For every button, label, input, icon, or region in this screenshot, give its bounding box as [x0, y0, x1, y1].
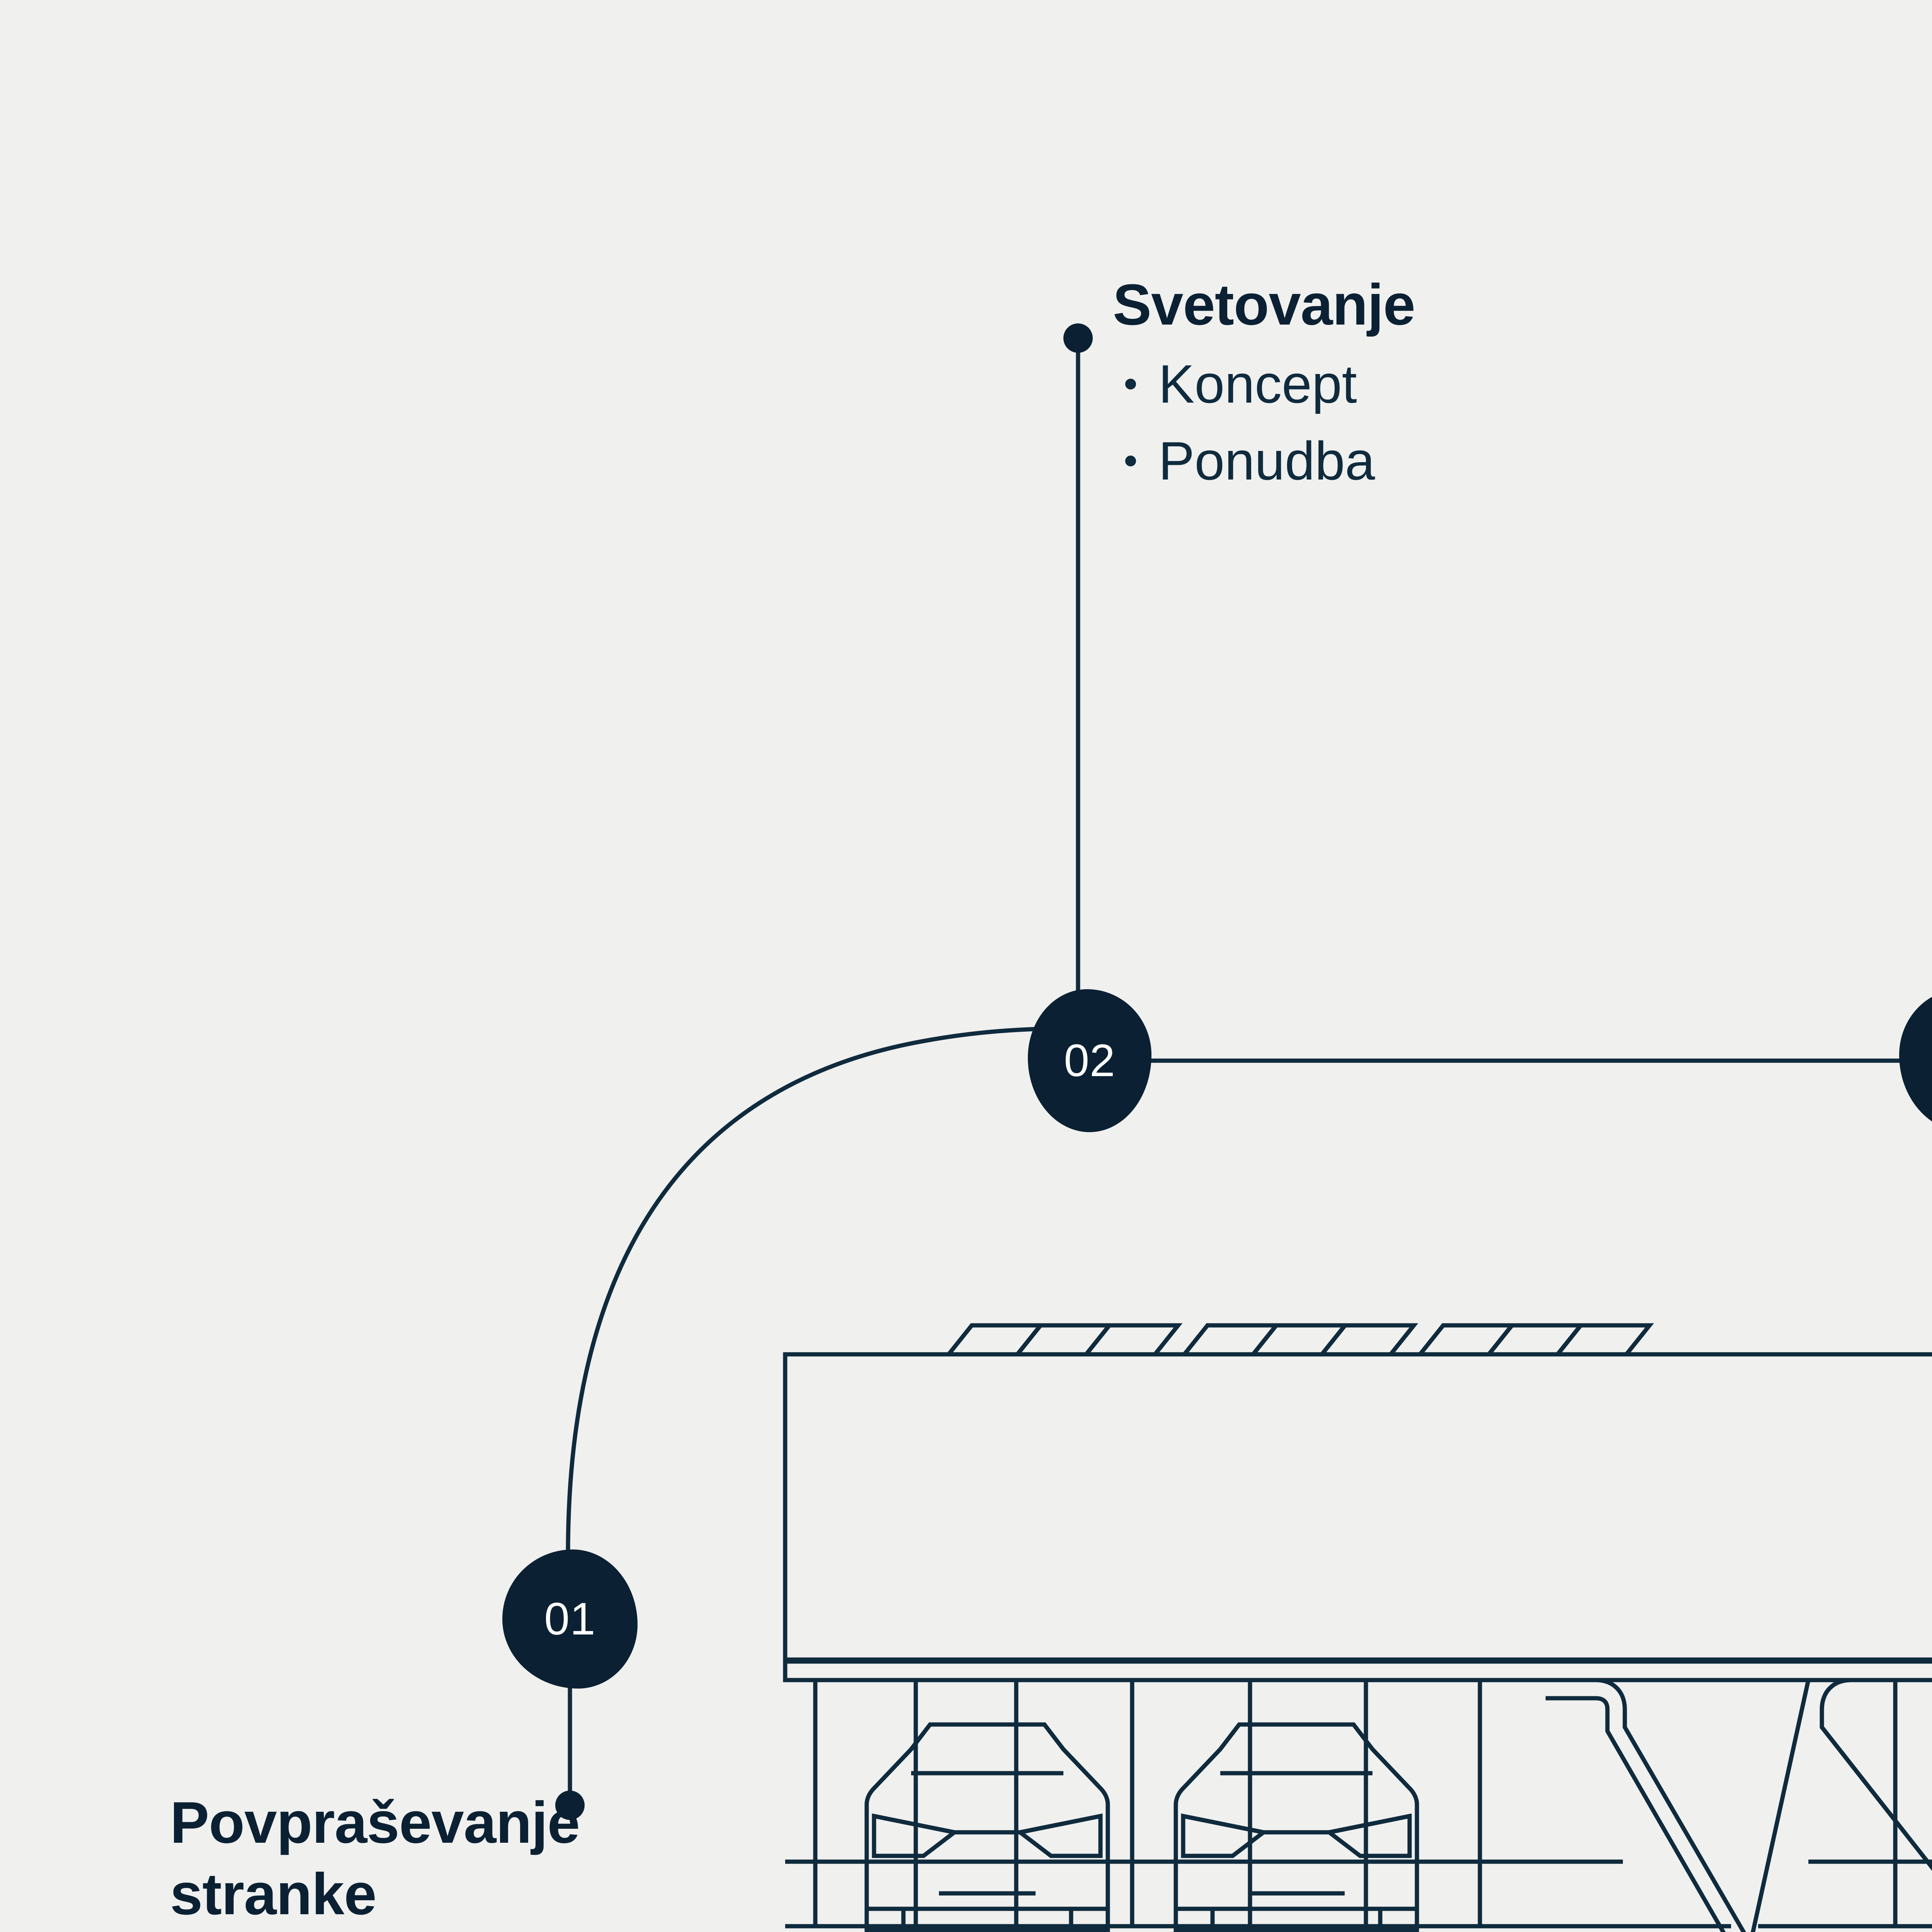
solar-panel-group	[1180, 1323, 1418, 1357]
car	[1173, 1722, 1419, 1932]
step-marker-01[interactable]: 01	[502, 1549, 638, 1689]
access-ramp-right-surface	[1820, 1678, 1932, 1871]
car-body	[1173, 1722, 1419, 1932]
car-wheel	[1069, 1906, 1110, 1932]
step-label-block-01: Povpraševanje stranke	[170, 1787, 580, 1930]
solar-carport-illustration	[783, 1323, 1932, 1932]
car-wheel	[1378, 1906, 1419, 1932]
list-item-label: Ponudba	[1158, 430, 1375, 491]
car-body	[864, 1722, 1110, 1932]
car-bumper-line	[1182, 1814, 1410, 1835]
step-title-01: Povpraševanje stranke	[170, 1790, 580, 1927]
carport-columns-right	[1893, 1680, 1898, 1926]
access-ramp-left-inner	[1546, 1696, 1726, 1932]
leader-dot-02	[1063, 323, 1093, 353]
canopy-slab	[783, 1352, 1932, 1662]
leader-lines	[568, 340, 1080, 1803]
step-label-block-02: Svetovanje Koncept Ponudba	[1113, 270, 1415, 500]
car-wheel	[864, 1906, 906, 1932]
access-ramp-left-edge	[1546, 1678, 1746, 1932]
track-segment-01-to-02	[566, 1026, 1053, 1556]
solar-panel	[1317, 1323, 1418, 1357]
bullet-icon	[1125, 379, 1136, 390]
process-track	[566, 1026, 1932, 1556]
car-bumper-line	[873, 1814, 1101, 1835]
canopy-slab-lip	[783, 1659, 1932, 1682]
list-item-label: Koncept	[1158, 354, 1357, 414]
bullet-icon	[1125, 456, 1136, 467]
leader-dot-01	[555, 1791, 585, 1820]
step-marker-02[interactable]: 02	[1028, 989, 1151, 1132]
solar-panel	[1553, 1323, 1654, 1357]
step-item-list-02: Koncept Ponudba	[1113, 346, 1415, 500]
solar-panel	[1082, 1323, 1183, 1357]
marker-blob-shape	[502, 1549, 638, 1689]
access-ramp-right-edge	[1750, 1678, 1932, 1932]
marker-blob-shape	[1028, 989, 1151, 1132]
step-number-02: 02	[1064, 1035, 1116, 1086]
car	[864, 1722, 1110, 1932]
carport-columns-left	[813, 1680, 1482, 1926]
solar-panel-group	[1415, 1323, 1654, 1357]
list-item: Ponudba	[1113, 423, 1415, 500]
car-wheel	[1173, 1906, 1215, 1932]
step-title-02: Svetovanje	[1113, 272, 1415, 337]
leader-dots	[555, 323, 1093, 1820]
list-item: Koncept	[1113, 346, 1415, 423]
step-marker-03[interactable]: 03	[1899, 989, 1932, 1132]
solar-panel-array	[944, 1323, 1654, 1357]
solar-panel-group	[944, 1323, 1183, 1357]
step-number-01: 01	[544, 1594, 596, 1645]
marker-blob-shape	[1899, 989, 1932, 1132]
